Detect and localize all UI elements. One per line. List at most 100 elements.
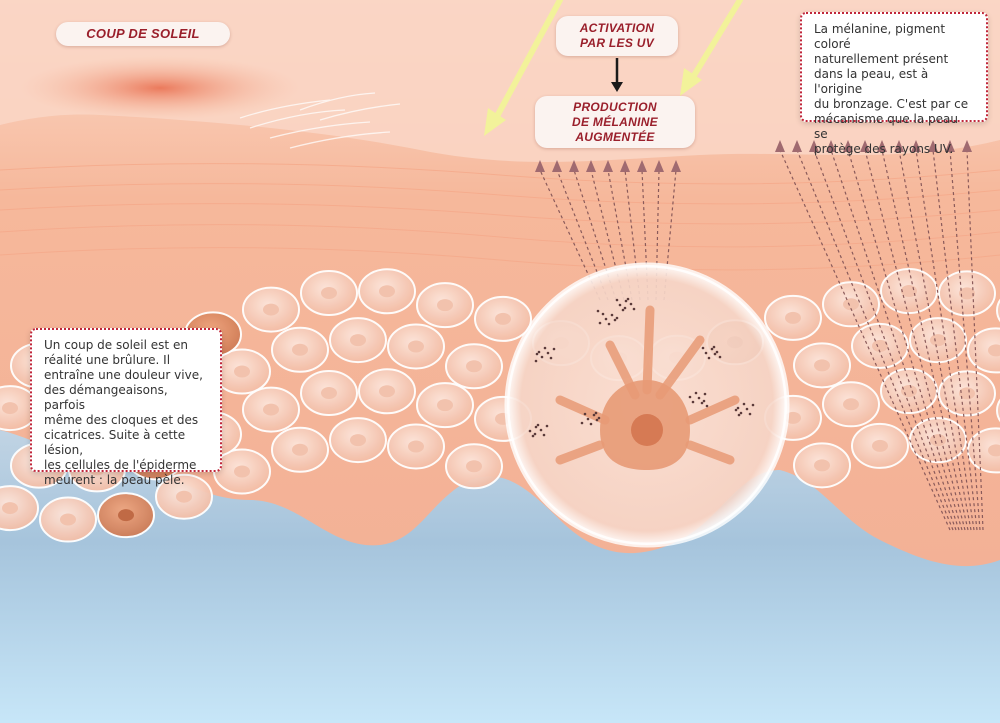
melanin-arrow-head [552,160,562,172]
melanin-granule [592,413,596,417]
melanin-granule [604,317,608,321]
melanin-granule [595,418,599,422]
cell-nucleus [930,334,946,347]
right-box-line: du bronzage. C'est par ce [814,97,969,111]
melanin-granule [533,432,537,436]
melanin-granule [737,413,741,417]
cell-nucleus [379,285,395,298]
production-line-3: AUGMENTÉE [575,130,655,144]
melanin-granule [610,313,614,317]
melanin-granule [534,359,538,363]
melanin-granule [715,350,719,354]
melanin-arrow-head [945,140,955,152]
melanin-arrow-head [911,140,921,152]
melanin-granule [701,346,705,350]
melanin-arrow-head [637,160,647,172]
melanin-granule [534,425,538,429]
cell-nucleus [901,385,917,398]
cell-nucleus [959,387,975,400]
melanin-granule [718,355,722,359]
melanin-arrow [590,169,625,301]
melanin-granule [712,345,716,349]
left-box-line: meurent : la peau pèle. [44,473,185,487]
melanin-arrow [573,169,617,301]
melanin-granule [751,403,755,407]
left-box-line: cicatrices. Suite à cette lésion, [44,428,186,457]
melanin-granule [607,322,611,326]
melanin-granule [739,411,743,415]
right-box-line: protège des rayons UV. [814,142,954,156]
cell-nucleus [437,299,453,312]
melanin-arrow-head [928,140,938,152]
cell-nucleus [466,460,482,473]
cell-nucleus [814,459,830,472]
melanin-granule [694,391,698,395]
melanin-granule [601,312,605,316]
melanocyte [555,305,740,470]
melanin-transfer-arrows-right [775,140,984,531]
sunburn-redness [20,56,300,120]
cell-nucleus [350,434,366,447]
cell-nucleus [408,440,424,453]
cell-nucleus [930,434,946,447]
melanin-granule [691,400,695,404]
melanin-granule [700,401,704,405]
melanin-granule [623,306,627,310]
cell-nucleus [785,311,801,324]
melanin-arrow-head [860,140,870,152]
cell-nucleus [408,340,424,353]
melanin-arrow-head [620,160,630,172]
cell-nucleus [176,490,192,503]
cell-nucleus [263,303,279,316]
melanin-granule [589,422,593,426]
melanin-granule [583,412,587,416]
melanin-granule [697,396,701,400]
melanin-arrow [830,149,960,531]
cell-nucleus [292,443,308,456]
cell-nucleus [988,444,1000,457]
melanin-granule [632,307,636,311]
activation-arrow [611,58,623,92]
melanin-granule [736,406,740,410]
info-box-sunburn: Un coup de soleil est en réalité une brû… [30,328,222,487]
skin-cell [996,298,1000,323]
cell-nucleus [321,387,337,400]
melanin-granule [713,352,717,356]
cell-nucleus [234,365,250,378]
cell-nucleus [379,385,395,398]
right-box-line: La mélanine, pigment coloré [814,22,946,51]
squamous-layers [0,163,1000,271]
uv-ray-right [687,0,743,85]
melanin-granule [528,429,532,433]
uv-ray-left-head [484,108,506,136]
melanin-granule [531,434,535,438]
melanin-granule [598,321,602,325]
melanin-arrow-head [826,140,836,152]
melanin-arrow [881,149,969,531]
left-box-line: réalité une brûlure. Il [44,353,171,367]
uv-ray-left [492,0,563,123]
melanin-granule [597,416,601,420]
melanin-arrow [898,149,972,531]
melanin-granule [543,346,547,350]
melanin-arrow-head [654,160,664,172]
melanin-granule [535,352,539,356]
melanin-arrow [915,149,975,531]
uv-rays [492,0,743,123]
melanin-granule [596,309,600,313]
info-box-melanin: La mélanine, pigment coloré naturellemen… [800,12,988,156]
melanin-granule [549,356,553,360]
left-box-line: Un coup de soleil est en [44,338,188,352]
title-coup-de-soleil: COUP DE SOLEIL [56,22,230,46]
melanin-arrow [932,149,978,531]
left-box-line: entraîne une douleur vive, [44,368,203,382]
melanin-granule [613,318,617,322]
melanin-granule [742,402,746,406]
stratum-corneum [0,0,1000,162]
melanin-arrow [663,169,677,301]
melanin-arrow-head [671,160,681,172]
melanin-granule [710,347,714,351]
cell-nucleus [2,502,18,515]
melanin-granule [704,351,708,355]
melanin-granule [629,302,633,306]
